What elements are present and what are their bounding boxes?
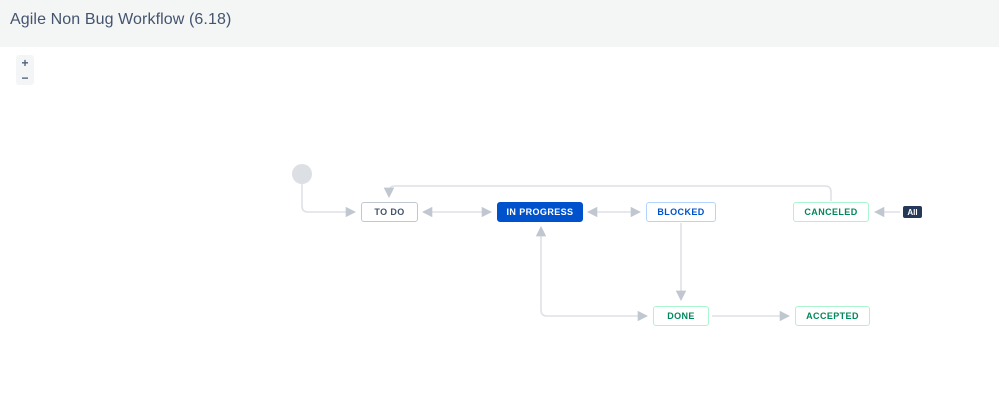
workflow-canvas: TO DO IN PROGRESS BLOCKED CANCELED DONE … <box>0 47 999 415</box>
zoom-controls: + − <box>16 55 34 85</box>
page-title: Agile Non Bug Workflow (6.18) <box>10 11 232 28</box>
state-done-label: DONE <box>667 311 695 321</box>
state-accepted-label: ACCEPTED <box>806 311 859 321</box>
state-in-progress[interactable]: IN PROGRESS <box>497 202 583 222</box>
all-transitions-badge[interactable]: All <box>903 206 922 218</box>
state-canceled[interactable]: CANCELED <box>793 202 869 222</box>
edge-start-todo <box>301 184 357 218</box>
edge-canceled-todo <box>383 185 832 201</box>
state-blocked[interactable]: BLOCKED <box>646 202 716 222</box>
workflow-header: Agile Non Bug Workflow (6.18) <box>0 0 999 47</box>
state-in-progress-label: IN PROGRESS <box>506 207 574 217</box>
plus-icon: + <box>21 55 29 70</box>
minus-icon: − <box>21 70 29 85</box>
state-blocked-label: BLOCKED <box>657 207 705 217</box>
state-todo[interactable]: TO DO <box>361 202 418 222</box>
start-node[interactable] <box>292 164 312 184</box>
state-done[interactable]: DONE <box>653 306 709 326</box>
state-canceled-label: CANCELED <box>804 207 858 217</box>
state-todo-label: TO DO <box>374 207 405 217</box>
edge-inprogress-done <box>535 225 649 322</box>
zoom-out-button[interactable]: − <box>16 70 34 85</box>
state-accepted[interactable]: ACCEPTED <box>795 306 870 326</box>
all-transitions-label: All <box>907 207 918 217</box>
zoom-in-button[interactable]: + <box>16 55 34 70</box>
